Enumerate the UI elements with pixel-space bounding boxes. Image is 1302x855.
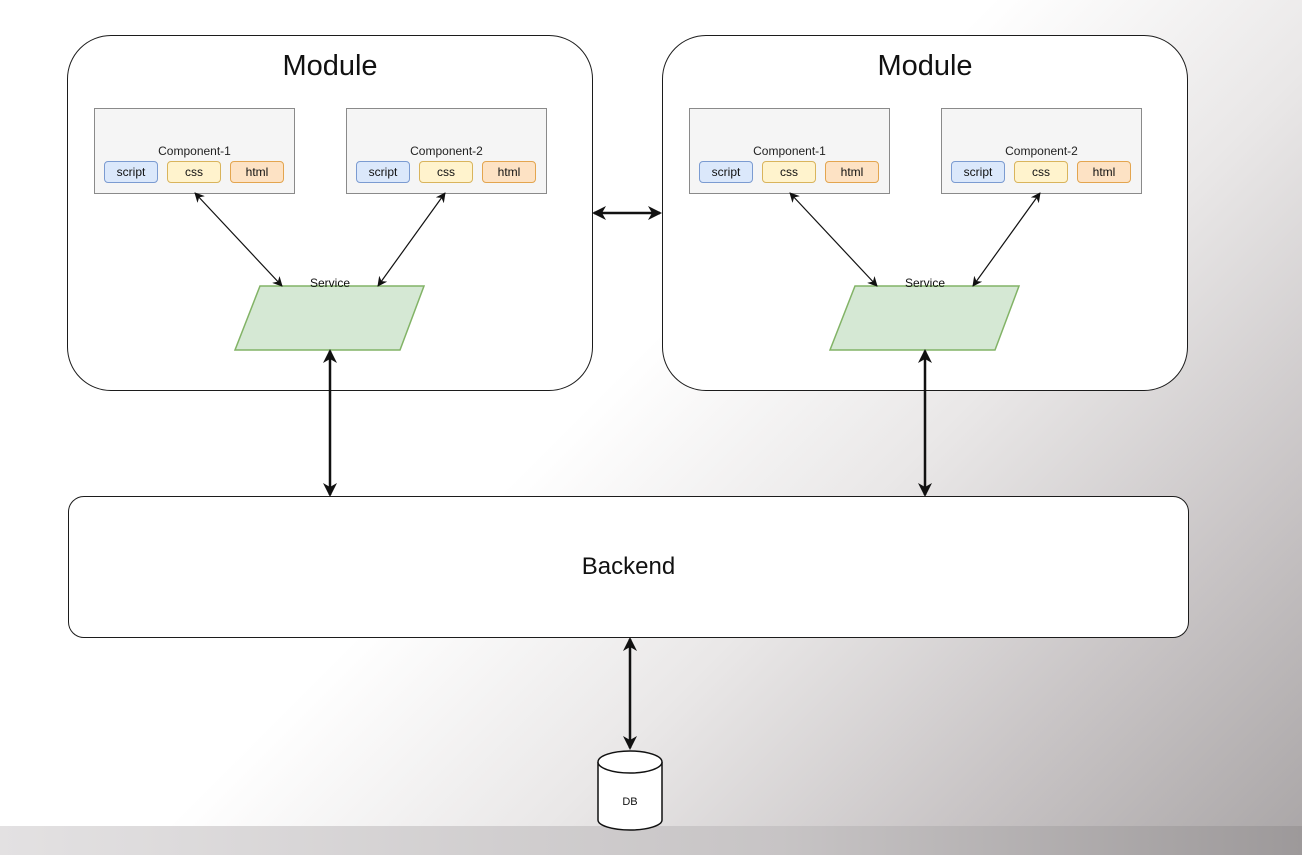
- script-chip: script: [951, 161, 1005, 183]
- css-chip: css: [167, 161, 221, 183]
- component-title: Component-2: [1005, 144, 1078, 158]
- component-1: Component-1 script css html: [689, 108, 890, 194]
- css-chip: css: [762, 161, 816, 183]
- bottom-strip: [0, 826, 1302, 855]
- service-shape: [233, 285, 426, 351]
- backend-box: Backend: [68, 496, 1189, 638]
- connector-arrow: [972, 192, 1041, 287]
- connector-arrow: [194, 192, 283, 287]
- backend-label: Backend: [581, 553, 676, 580]
- component-2: Component-2 script css html: [346, 108, 547, 194]
- script-chip: script: [699, 161, 753, 183]
- component-title: Component-2: [410, 144, 483, 158]
- module-title: Module: [282, 50, 378, 82]
- script-chip: script: [104, 161, 158, 183]
- html-chip: html: [230, 161, 284, 183]
- service-label: Service: [309, 276, 350, 290]
- script-chip: script: [356, 161, 410, 183]
- db-label: DB: [622, 796, 638, 808]
- css-chip: css: [419, 161, 473, 183]
- module-1: Module Component-1 script css html Compo…: [67, 35, 593, 391]
- service-label: Service: [904, 276, 945, 290]
- component-title: Component-1: [753, 144, 826, 158]
- css-chip: css: [1014, 161, 1068, 183]
- html-chip: html: [825, 161, 879, 183]
- html-chip: html: [482, 161, 536, 183]
- html-chip: html: [1077, 161, 1131, 183]
- component-title: Component-1: [158, 144, 231, 158]
- service-shape: [828, 285, 1021, 351]
- connector-arrow: [377, 192, 446, 287]
- connector-arrow: [789, 192, 878, 287]
- component-1: Component-1 script css html: [94, 108, 295, 194]
- db-cylinder: [597, 750, 663, 831]
- component-2: Component-2 script css html: [941, 108, 1142, 194]
- module-title: Module: [877, 50, 973, 82]
